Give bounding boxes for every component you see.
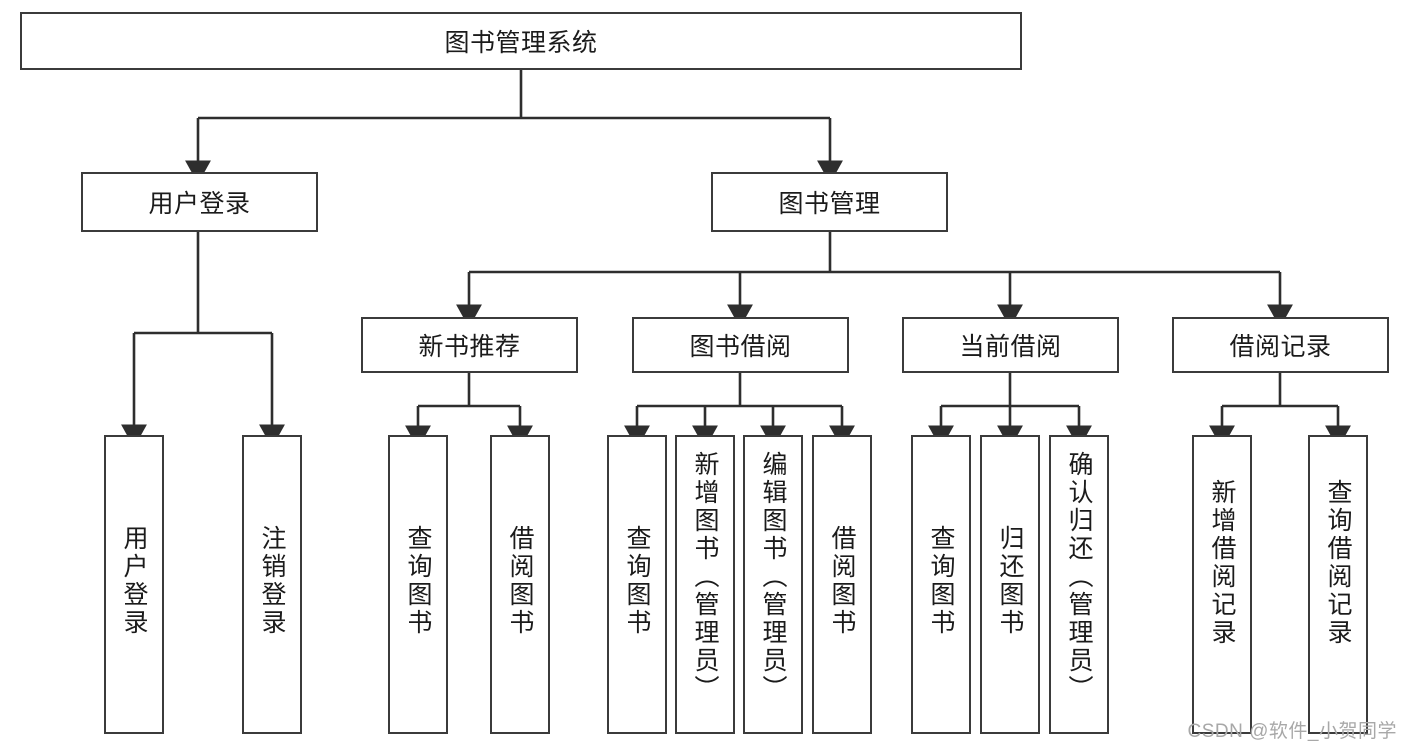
- node-label: 编辑图书（管理员）: [759, 451, 787, 703]
- leaf-user-login-0[interactable]: 用户登录: [104, 435, 164, 734]
- node-borrowing-records[interactable]: 借阅记录: [1172, 317, 1389, 373]
- node-label: 新书推荐: [418, 333, 521, 361]
- node-label: 新增图书（管理员）: [691, 451, 719, 703]
- node-label: 查询图书: [927, 525, 955, 637]
- node-label: 借阅记录: [1229, 333, 1332, 361]
- leaf-book-borrow-0[interactable]: 查询图书: [607, 435, 667, 734]
- leaf-user-login-1[interactable]: 注销登录: [242, 435, 302, 734]
- node-label: 归还图书: [996, 525, 1024, 637]
- leaf-borrow-record-0[interactable]: 新增借阅记录: [1192, 435, 1252, 734]
- leaf-current-borrow-2[interactable]: 确认归还（管理员）: [1049, 435, 1109, 734]
- node-label: 用户登录: [120, 525, 148, 637]
- leaf-book-borrow-1[interactable]: 新增图书（管理员）: [675, 435, 735, 734]
- node-label: 查询借阅记录: [1324, 479, 1352, 647]
- node-label: 图书管理: [778, 190, 881, 218]
- leaf-current-borrow-0[interactable]: 查询图书: [911, 435, 971, 734]
- node-label: 查询图书: [623, 525, 651, 637]
- node-label: 当前借阅: [959, 333, 1062, 361]
- leaf-new-book-0[interactable]: 查询图书: [388, 435, 448, 734]
- node-current-borrowing[interactable]: 当前借阅: [902, 317, 1119, 373]
- node-label: 查询图书: [404, 525, 432, 637]
- node-label: 图书管理系统: [444, 29, 598, 57]
- node-label: 注销登录: [258, 525, 286, 637]
- watermark-text: CSDN @软件_小贺同学: [1187, 721, 1397, 742]
- leaf-book-borrow-3[interactable]: 借阅图书: [812, 435, 872, 734]
- node-user-login[interactable]: 用户登录: [81, 172, 318, 232]
- node-label: 借阅图书: [828, 525, 856, 637]
- leaf-new-book-1[interactable]: 借阅图书: [490, 435, 550, 734]
- node-label: 确认归还（管理员）: [1065, 451, 1093, 703]
- node-label: 用户登录: [148, 190, 251, 218]
- leaf-borrow-record-1[interactable]: 查询借阅记录: [1308, 435, 1368, 734]
- leaf-book-borrow-2[interactable]: 编辑图书（管理员）: [743, 435, 803, 734]
- node-new-book-recommendation[interactable]: 新书推荐: [361, 317, 578, 373]
- node-book-management[interactable]: 图书管理: [711, 172, 948, 232]
- node-book-borrowing[interactable]: 图书借阅: [632, 317, 849, 373]
- leaf-current-borrow-1[interactable]: 归还图书: [980, 435, 1040, 734]
- node-label: 图书借阅: [689, 333, 792, 361]
- node-label: 借阅图书: [506, 525, 534, 637]
- node-root-book-management-system[interactable]: 图书管理系统: [20, 12, 1022, 70]
- node-label: 新增借阅记录: [1208, 479, 1236, 647]
